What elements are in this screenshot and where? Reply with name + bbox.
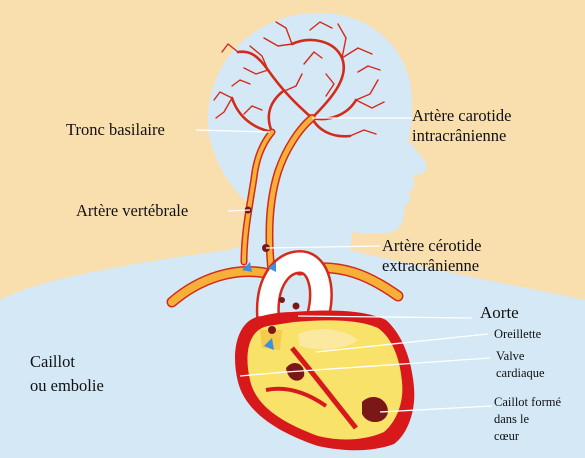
label-artere-vertebrale: Artère vertébrale	[76, 201, 188, 221]
label-carotide-extracranienne-line2: extracrânienne	[382, 256, 481, 276]
label-aorte: Aorte	[480, 303, 519, 323]
label-caillot-forme-line1: Caillot formé	[494, 394, 561, 411]
label-carotide-intracranienne: Artère carotide intracrânienne	[412, 106, 511, 146]
label-caillot-embolie: Caillot ou embolie	[30, 350, 104, 398]
label-tronc-basilaire: Tronc basilaire	[66, 120, 165, 140]
label-caillot-line2: ou embolie	[30, 374, 104, 398]
label-valve-cardiaque: Valve cardiaque	[496, 348, 545, 382]
label-caillot-line1: Caillot	[30, 350, 104, 374]
label-caillot-forme-line2: dans le	[494, 411, 561, 428]
label-carotide-intracranienne-line1: Artère carotide	[412, 106, 511, 126]
label-valve-line2: cardiaque	[496, 365, 545, 382]
label-carotide-intracranienne-line2: intracrânienne	[412, 126, 511, 146]
label-caillot-forme: Caillot formé dans le cœur	[494, 394, 561, 445]
label-caillot-forme-line3: cœur	[494, 428, 561, 445]
label-valve-line1: Valve	[496, 348, 545, 365]
label-oreillette: Oreillette	[494, 326, 541, 343]
label-carotide-extracranienne-line1: Artère cérotide	[382, 236, 481, 256]
label-carotide-extracranienne: Artère cérotide extracrânienne	[382, 236, 481, 276]
